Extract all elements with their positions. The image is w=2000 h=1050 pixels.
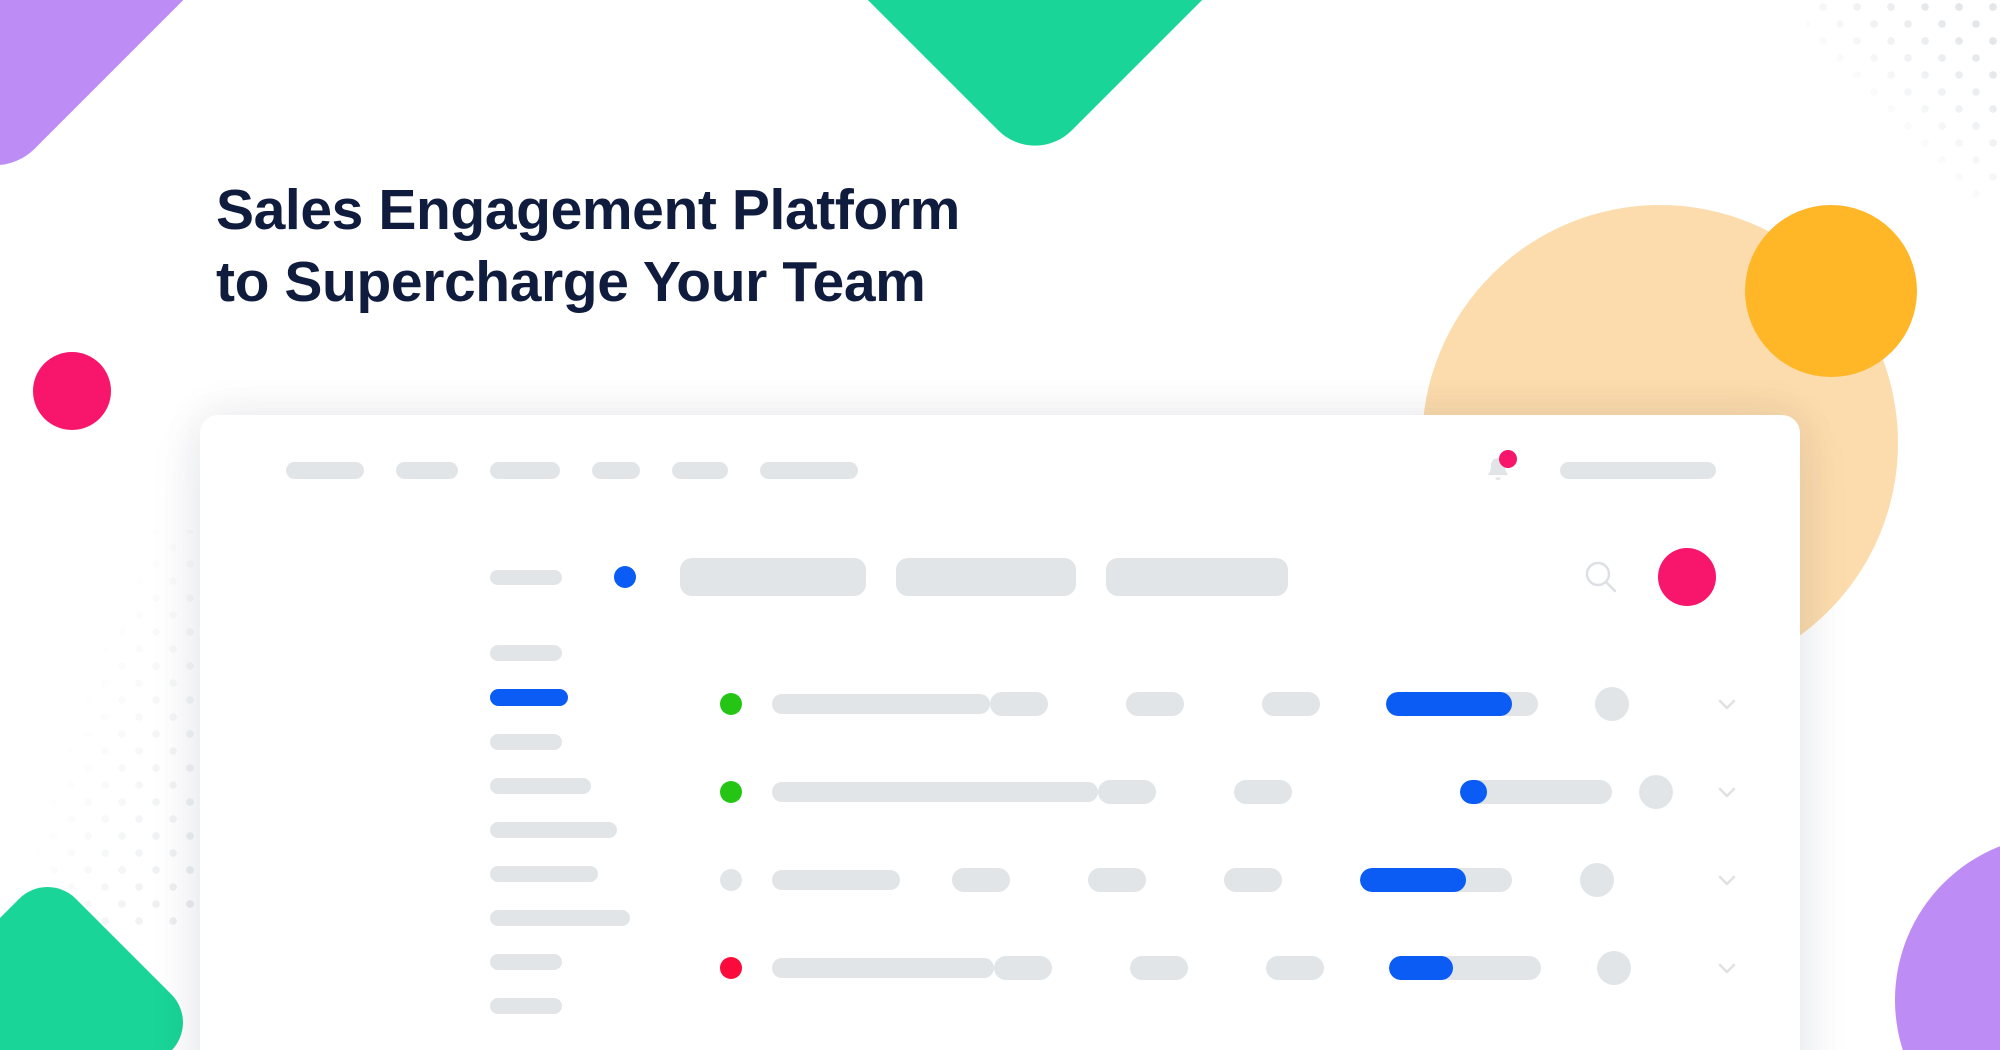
chevron-down-icon [1718,963,1736,974]
row-status-dot [720,693,742,715]
row-progress-fill [1385,692,1513,716]
row-progress-bar [1459,780,1612,804]
row-progress-fill [1360,868,1467,892]
toolbar-breadcrumb [490,569,562,585]
row-tag-group [1098,780,1428,804]
row-progress-bar [1388,956,1541,980]
row-tag-group [990,692,1320,716]
row-status-dot [720,869,742,891]
row-name [772,694,990,714]
pink-circle-left [33,352,111,430]
row-name [772,958,994,978]
sidebar-item-5[interactable] [490,866,598,882]
chevron-down-icon [1718,699,1736,710]
table-row[interactable] [720,660,1740,748]
row-expand-button[interactable] [1714,867,1740,893]
row-tag-0 [952,868,1010,892]
user-avatar-button[interactable] [1658,548,1716,606]
row-tag-1 [1234,780,1292,804]
row-tag-0 [990,692,1048,716]
dot-grid-top-right [1806,0,2000,200]
sidebar-item-1[interactable] [490,689,568,706]
orange-circle [1745,205,1917,377]
row-tag-2 [1262,692,1320,716]
row-tag-2 [1224,868,1282,892]
row-tag-2 [1266,956,1324,980]
app-topnav [200,415,1800,525]
chevron-down-icon [1718,875,1736,886]
green-rounded-square-bottom-left [0,870,200,1050]
row-expand-button[interactable] [1714,955,1740,981]
topnav-item-0[interactable] [286,461,364,479]
toolbar-chip-1[interactable] [896,558,1076,596]
toolbar-chip-2[interactable] [1106,558,1288,596]
row-avatar[interactable] [1639,775,1674,809]
topnav-item-5[interactable] [760,461,858,479]
topnav-items [286,461,858,479]
row-expand-button[interactable] [1714,779,1740,805]
row-status-dot [720,781,742,803]
app-toolbar [200,525,1800,629]
green-rounded-square-top-center [822,0,1248,168]
row-progress-fill [1388,956,1453,980]
notification-button[interactable] [1484,450,1517,486]
notification-badge [1499,450,1517,468]
row-progress-bar [1385,692,1538,716]
chevron-down-icon [1718,787,1736,798]
row-tag-group [994,956,1324,980]
topnav-item-4[interactable] [672,461,728,479]
row-tag-group [952,868,1282,892]
table-row[interactable] [720,748,1740,836]
sidebar-item-3[interactable] [490,778,591,794]
toolbar-filter-chips [680,558,1288,596]
app-sidebar [490,645,680,1014]
row-name [772,870,900,890]
purple-circle-bottom-right [1895,835,2000,1050]
topnav-item-3[interactable] [592,461,640,479]
table-row[interactable] [720,836,1740,924]
sidebar-item-6[interactable] [490,910,630,926]
sidebar-item-7[interactable] [490,954,562,970]
sidebar-item-8[interactable] [490,998,562,1014]
purple-rounded-square-top-left [0,0,229,189]
sidebar-item-4[interactable] [490,822,617,838]
row-expand-button[interactable] [1714,691,1740,717]
table-row[interactable] [720,924,1740,1012]
page-headline: Sales Engagement Platform to Supercharge… [216,178,960,314]
toolbar-right-group [1580,548,1716,606]
row-tag-1 [1126,692,1184,716]
row-tag-1 [1130,956,1188,980]
row-avatar[interactable] [1580,863,1614,897]
row-avatar[interactable] [1595,687,1630,721]
app-mockup-card [200,415,1800,1050]
row-progress-bar [1360,868,1512,892]
sidebar-item-2[interactable] [490,734,562,750]
topnav-search-field[interactable] [1560,461,1716,479]
row-tag-1 [1088,868,1146,892]
topnav-item-1[interactable] [396,461,458,479]
sidebar-item-0[interactable] [490,645,562,661]
toolbar-chip-0[interactable] [680,558,866,596]
toolbar-status-dot [614,566,636,588]
row-status-dot [720,957,742,979]
topnav-item-2[interactable] [490,461,560,479]
app-data-table [720,660,1740,1012]
row-tag-0 [1098,780,1156,804]
row-avatar[interactable] [1597,951,1632,985]
row-name [772,782,1098,802]
row-tag-0 [994,956,1052,980]
topnav-right-group [1484,450,1716,486]
search-icon[interactable] [1580,556,1622,598]
row-progress-fill [1459,780,1488,804]
